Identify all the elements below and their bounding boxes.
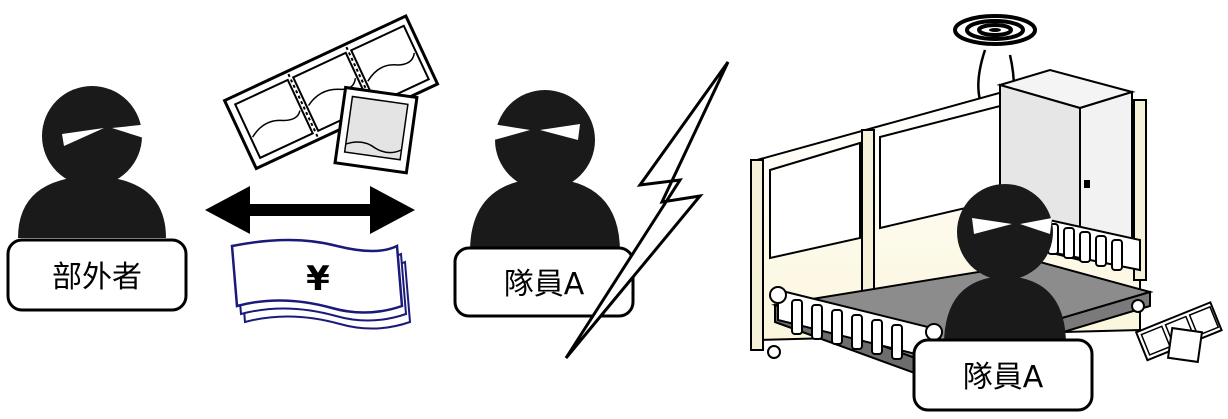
- eye-mask-left: [492, 124, 530, 140]
- outsider-label-box: 部外者: [6, 238, 188, 312]
- lightning-bolt-icon: [564, 61, 730, 359]
- member-a-label-box-center: 隊員A: [453, 246, 635, 318]
- locker-icon: [996, 68, 1136, 262]
- film-slides-small-icon: [1134, 301, 1223, 364]
- exchange-double-arrow-icon: [205, 186, 415, 234]
- bed-rail-front: [769, 286, 943, 362]
- banknotes-icon: ¥: [230, 238, 412, 330]
- eye-mask-right: [112, 124, 150, 140]
- member-a-figure: [470, 90, 620, 252]
- member-a-label-center: 隊員A: [504, 267, 585, 302]
- eye-mask-right: [1020, 218, 1052, 234]
- eye-mask-left: [972, 218, 1012, 234]
- eye-mask-right: [540, 124, 580, 140]
- photo-slide-icon: [333, 85, 419, 175]
- outsider-figure: [18, 86, 166, 238]
- outsider-label: 部外者: [52, 260, 142, 295]
- member-a-figure-right: [944, 184, 1066, 345]
- member-a-label-right: 隊員A: [963, 360, 1044, 395]
- member-a-label-box-right: 隊員A: [912, 338, 1094, 412]
- yen-symbol: ¥: [306, 259, 330, 299]
- eye-mask-left: [62, 128, 104, 146]
